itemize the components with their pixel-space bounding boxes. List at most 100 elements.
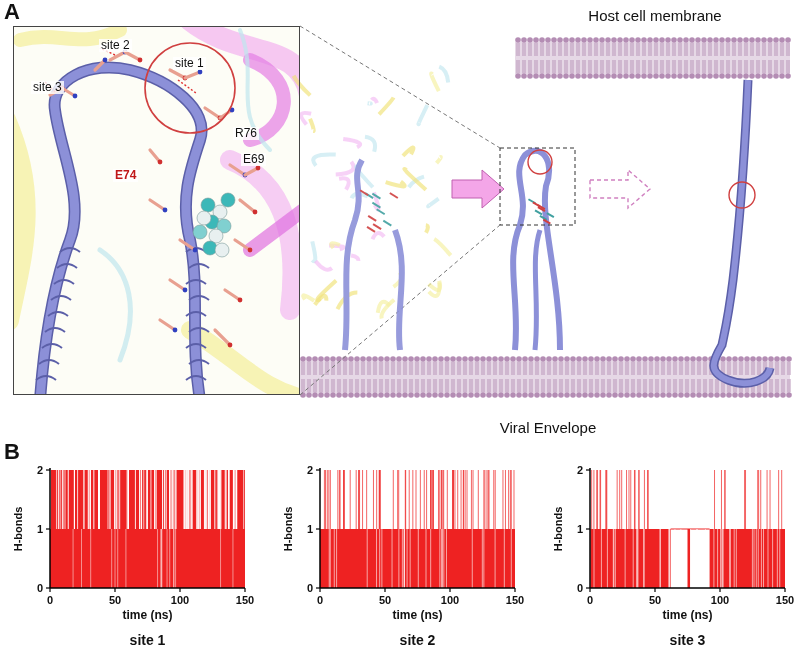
art-shape (495, 529, 496, 588)
art-shape (358, 470, 359, 529)
art-shape (648, 356, 654, 362)
art-shape (157, 529, 158, 588)
art-shape (787, 43, 788, 56)
art-shape (666, 392, 672, 398)
art-shape (676, 379, 677, 392)
art-shape (332, 362, 333, 375)
art-shape (457, 470, 458, 529)
art-shape (398, 529, 399, 588)
art-shape (447, 470, 448, 529)
art-shape (482, 379, 483, 392)
art-shape (704, 379, 705, 392)
tick-label: 100 (711, 594, 729, 606)
art-shape (343, 470, 344, 529)
art-shape (780, 392, 786, 398)
art-shape (109, 470, 110, 529)
art-shape (403, 148, 413, 156)
art-shape (672, 356, 678, 362)
art-shape (187, 470, 188, 529)
art-shape (762, 356, 768, 362)
art-shape (93, 470, 94, 529)
art-shape (723, 60, 724, 73)
art-shape (642, 356, 648, 362)
art-shape (441, 470, 442, 529)
art-shape (678, 356, 684, 362)
art-shape (232, 529, 233, 588)
membrane-label: Host cell membrane (588, 8, 721, 25)
art-shape (728, 362, 729, 375)
art-shape (566, 379, 567, 392)
art-shape (504, 356, 510, 362)
art-shape (54, 280, 74, 284)
art-shape (158, 160, 163, 165)
art-shape (659, 37, 665, 43)
tick-label: 50 (109, 594, 121, 606)
inset-illustration (13, 26, 300, 395)
art-shape (575, 73, 581, 79)
art-shape (513, 470, 514, 529)
art-shape (188, 470, 189, 529)
art-shape (428, 199, 438, 207)
art-shape (379, 470, 380, 529)
art-shape (420, 356, 426, 362)
art-shape (204, 470, 205, 529)
art-shape (774, 356, 780, 362)
art-shape (50, 470, 245, 588)
art-shape (779, 529, 780, 588)
art-shape (154, 470, 155, 529)
art-shape (644, 470, 645, 529)
art-shape (186, 280, 206, 284)
art-shape (731, 73, 737, 79)
art-shape (215, 243, 229, 257)
art-shape (631, 60, 632, 73)
art-shape (671, 529, 688, 588)
art-shape (376, 362, 377, 375)
art-shape (139, 470, 140, 529)
art-shape (160, 529, 161, 588)
art-shape (472, 379, 473, 392)
art-shape (602, 362, 603, 375)
art-shape (625, 60, 626, 73)
art-shape (220, 470, 221, 529)
art-shape (376, 470, 377, 529)
art-shape (561, 60, 562, 73)
art-shape (73, 94, 78, 99)
art-shape (337, 470, 338, 529)
art-shape (635, 470, 636, 529)
art-shape (431, 73, 439, 91)
art-shape (716, 379, 717, 392)
art-shape (744, 356, 750, 362)
art-shape (744, 392, 750, 398)
art-shape (512, 379, 513, 392)
art-shape (661, 60, 662, 73)
art-shape (625, 529, 626, 588)
art-shape (352, 379, 353, 392)
art-shape (624, 392, 630, 398)
art-shape (705, 60, 706, 73)
art-shape (198, 470, 199, 529)
art-shape (514, 362, 515, 375)
art-shape (110, 52, 125, 60)
extended-helix (714, 80, 770, 383)
art-shape (727, 60, 728, 73)
tick (784, 588, 785, 592)
art-shape (398, 362, 399, 375)
art-shape (439, 470, 440, 529)
art-shape (489, 470, 490, 529)
art-shape (637, 43, 638, 56)
art-shape (653, 37, 659, 43)
art-shape (150, 200, 165, 210)
art-shape (683, 73, 689, 79)
art-shape (175, 529, 176, 588)
art-shape (619, 470, 620, 529)
art-shape (584, 379, 585, 392)
chart-caption: site 1 (130, 633, 166, 648)
art-shape (753, 43, 754, 56)
art-shape (759, 43, 760, 56)
art-shape (559, 43, 560, 56)
art-shape (757, 43, 758, 56)
art-shape (183, 470, 184, 529)
art-shape (410, 529, 411, 588)
art-shape (648, 470, 649, 529)
